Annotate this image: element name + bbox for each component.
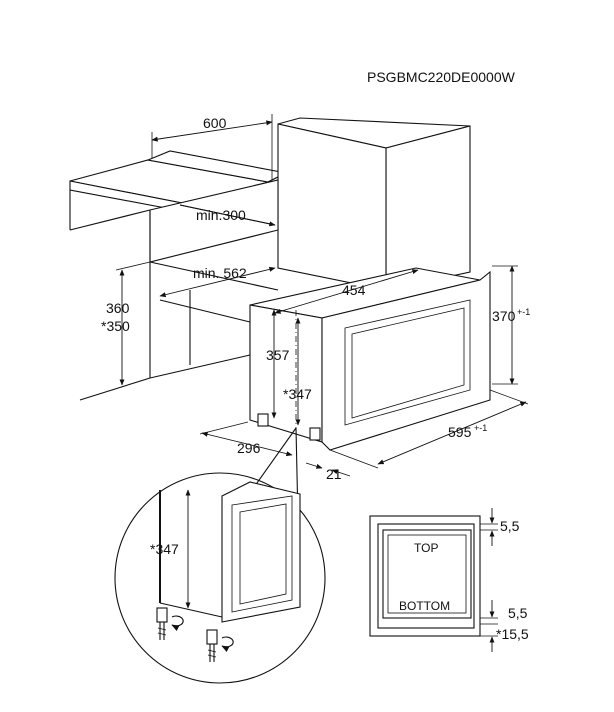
label-min562: min. 562 (193, 265, 247, 281)
label-min300: min.300 (196, 207, 246, 223)
label-350: *350 (101, 318, 130, 334)
label-gap-bottom-alt: *15,5 (496, 626, 529, 642)
model-code: PSGBMC220DE0000W (367, 69, 516, 85)
front-section-view (369, 508, 498, 652)
label-360: 360 (106, 300, 130, 316)
label-gap-top: 5,5 (500, 518, 520, 534)
kitchen-cabinet (69, 117, 471, 401)
label-600: 600 (203, 115, 227, 131)
label-top: TOP (414, 541, 438, 555)
label-454: 454 (342, 282, 366, 298)
label-detail-347: *347 (150, 541, 179, 557)
label-bottom: BOTTOM (399, 599, 450, 613)
dimension-lines (115, 114, 529, 477)
label-370: 370 (492, 308, 516, 324)
detail-callout (114, 427, 326, 684)
label-357: 357 (266, 347, 290, 363)
label-296: 296 (237, 440, 261, 456)
label-21: 21 (326, 466, 342, 482)
label-gap-bottom: 5,5 (508, 605, 528, 621)
label-595-tol: +-1 (474, 423, 487, 433)
label-370-tol: +-1 (517, 307, 530, 317)
label-347: *347 (283, 386, 312, 402)
label-595: 595 (448, 424, 472, 440)
